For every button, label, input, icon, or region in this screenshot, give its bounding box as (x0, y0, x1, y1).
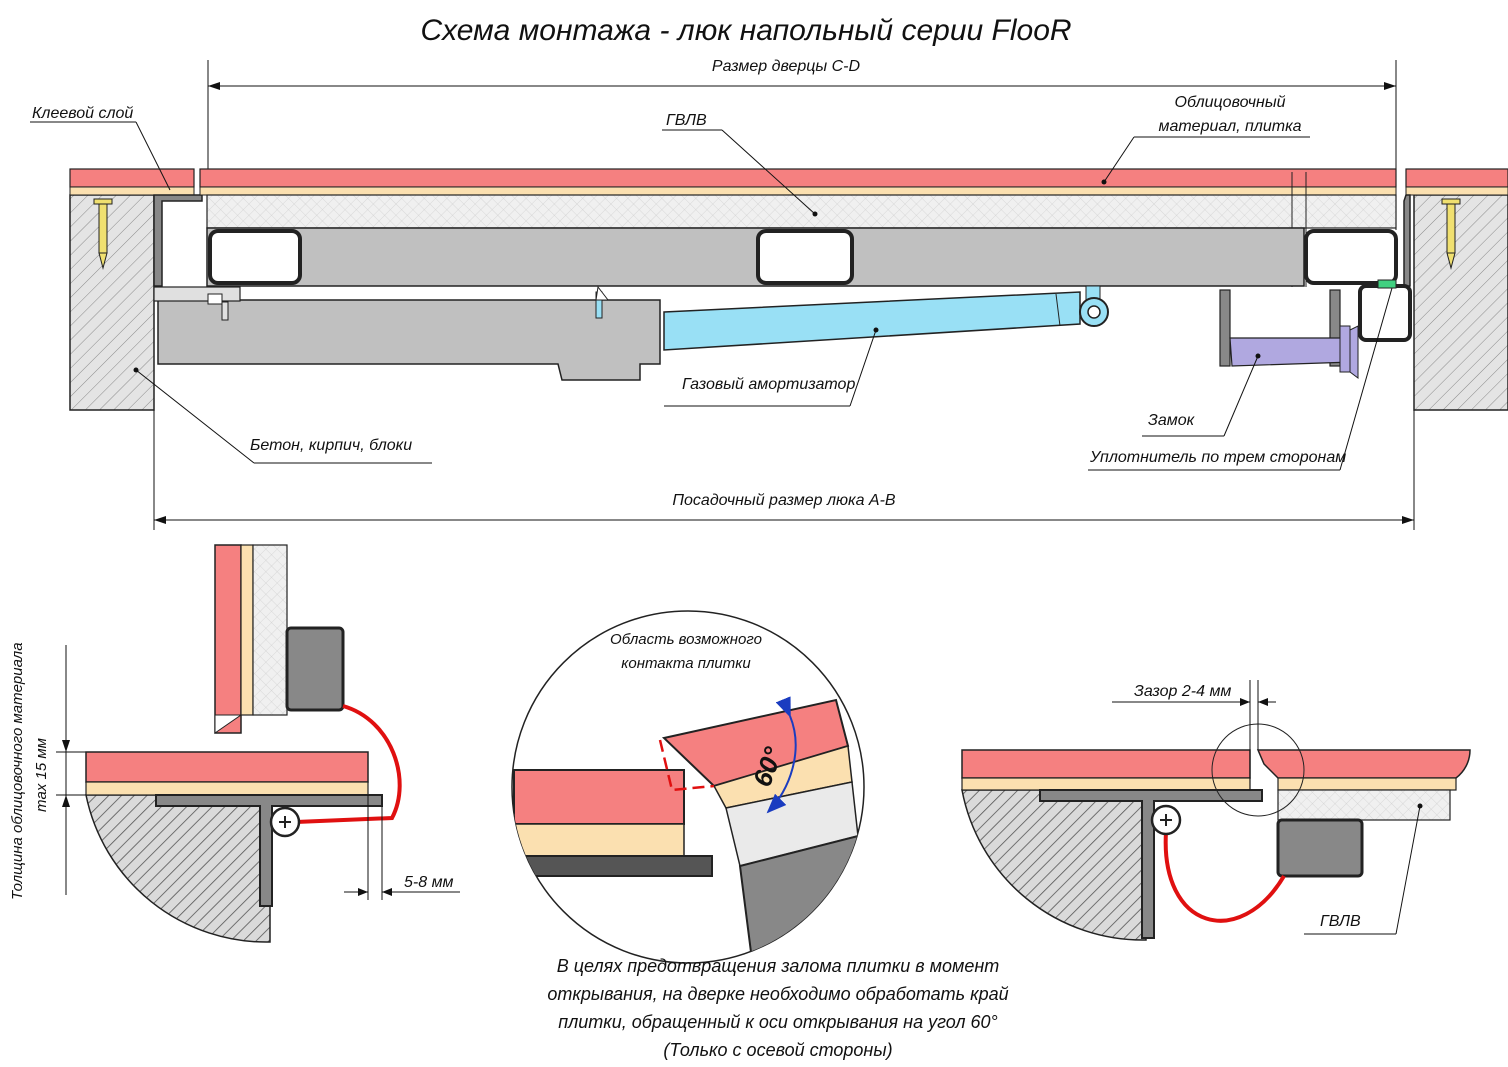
cladding-label-2: материал, плитка (1158, 118, 1301, 135)
detail-right-frame-tile (961, 749, 1251, 779)
main-section: Размер дверцы C-D (30, 58, 1508, 530)
glue-layer-label: Клеевой слой (32, 105, 133, 122)
detail-left: Толщина облицовочного материала max 15 м… (9, 544, 460, 943)
frame-profile-right (1403, 194, 1411, 287)
mount-size-label: Посадочный размер люка A-B (672, 492, 895, 509)
note: В целях предотвращения залома плитки в м… (547, 956, 1008, 1060)
diagram-title: Схема монтажа - люк напольный серии Floo… (420, 14, 1071, 47)
contact-label-1: Область возможного (610, 631, 762, 648)
note-line-1: В целях предотвращения залома плитки в м… (557, 956, 1000, 976)
gap-5-8-label: 5-8 мм (404, 874, 454, 891)
note-line-3: плитки, обращенный к оси открывания на у… (558, 1012, 998, 1032)
frame-profile-left (153, 194, 203, 287)
door-tile (199, 168, 1397, 188)
frame-tile-left (69, 168, 195, 188)
door-glue (199, 186, 1397, 196)
gvlv-top-label: ГВЛВ (666, 112, 707, 129)
lock-body (1229, 337, 1353, 367)
frame-tile-right (1405, 168, 1508, 188)
detail-right-door-tile (1256, 749, 1471, 779)
gvlv-bottom-label: ГВЛВ (1320, 913, 1361, 930)
lock-label: Замок (1148, 412, 1196, 429)
tube-right (1304, 229, 1398, 285)
detail-center-cut-outline (658, 739, 715, 792)
thickness-label-1: Толщина облицовочного материала (9, 642, 26, 900)
screw-left-icon (93, 198, 113, 270)
detail-left-door-tube (285, 626, 345, 712)
gas-strut-label: Газовый амортизатор (682, 376, 855, 393)
lock-bracket-left (1219, 289, 1231, 367)
angle-arrow-icon (766, 696, 797, 814)
detail-left-concrete (85, 794, 271, 943)
detail-left-tile (85, 751, 369, 783)
detail-right-door-tube (1276, 818, 1364, 878)
gas-strut-body (663, 291, 1081, 351)
concrete-label: Бетон, кирпич, блоки (250, 437, 412, 454)
tube-left (208, 229, 302, 285)
seal-label: Уплотнитель по трем сторонам (1089, 449, 1346, 466)
tube-middle (756, 229, 854, 285)
door-size-label: Размер дверцы C-D (712, 58, 861, 75)
seal-strip (1377, 279, 1397, 289)
contact-label-2: контакта плитки (621, 655, 751, 672)
detail-left-door-tile (214, 544, 242, 734)
cladding-label-1: Облицовочный (1175, 94, 1286, 111)
note-line-2: открывания, на дверке необходимо обработ… (547, 984, 1008, 1004)
detail-right-frame-angle (1039, 789, 1263, 939)
hinge-plate (153, 286, 241, 302)
door-frame-beam (206, 227, 1305, 287)
frame-glue-left (69, 186, 195, 196)
concrete-right (1413, 194, 1508, 411)
gap-2-4-label: Зазор 2-4 мм (1134, 683, 1231, 700)
note-line-4: (Только с осевой стороны) (663, 1040, 892, 1060)
hinge-bracket (157, 299, 661, 381)
door-gvlv-board (206, 194, 1397, 229)
concrete-left (69, 194, 155, 411)
thickness-label-2: max 15 мм (33, 738, 50, 812)
detail-right-concrete (961, 789, 1147, 941)
detail-center: 60° Область возможного контакта плитки (511, 610, 865, 964)
frame-glue-right (1405, 186, 1508, 196)
detail-right: Зазор 2-4 мм ГВЛВ (961, 680, 1471, 941)
detail-left-frame-angle (155, 794, 383, 907)
detail-right-seal-cable (1163, 831, 1286, 923)
screw-right-icon (1441, 198, 1461, 270)
detail-right-door-gvlv (1277, 789, 1451, 821)
detail-left-seal-cable (295, 704, 402, 824)
detail-left-glue (85, 781, 369, 796)
